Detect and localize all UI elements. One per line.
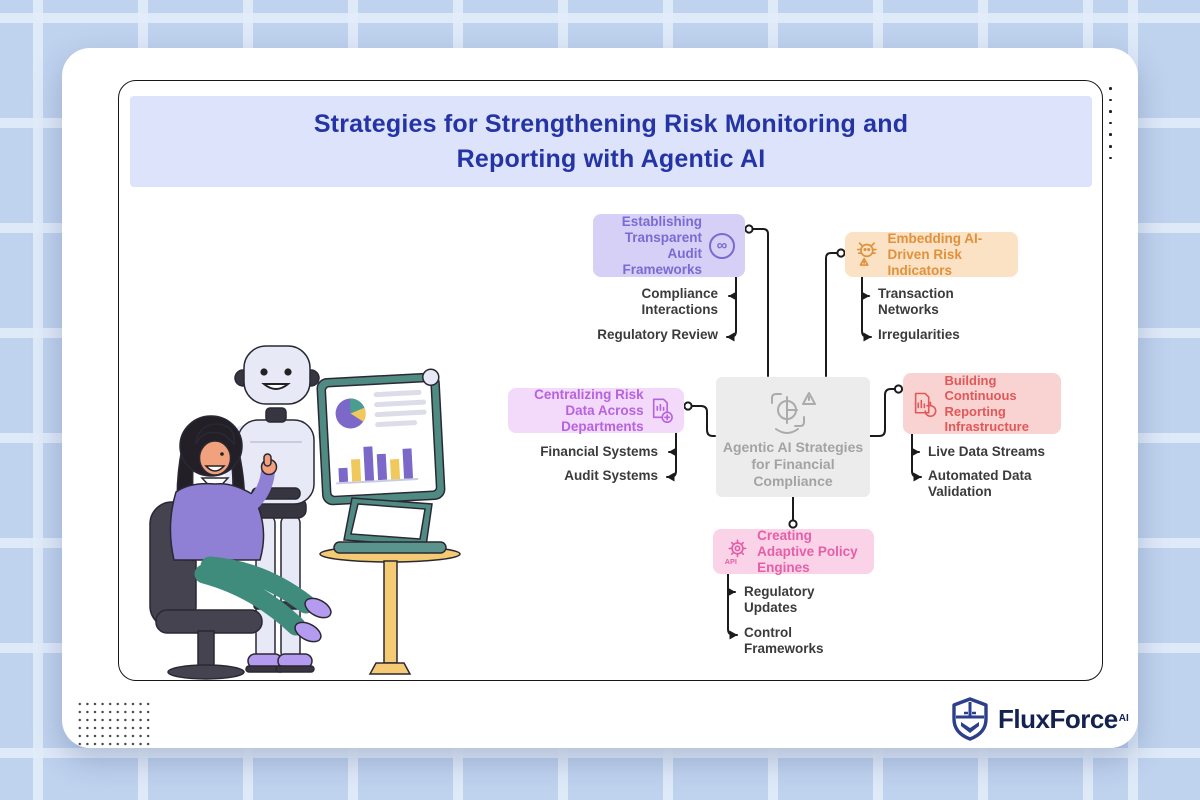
title-banner: Strategies for Strengthening Risk Monito… bbox=[130, 96, 1092, 187]
sub-item-regulatory-review: Regulatory Review bbox=[597, 327, 718, 342]
decorative-dot-grid bbox=[76, 700, 152, 746]
robot-figure bbox=[224, 345, 349, 673]
board-text-lines bbox=[373, 389, 427, 428]
document-plus-icon bbox=[652, 398, 673, 423]
swirl-circle-icon: ∞ bbox=[709, 232, 735, 259]
node-embedding-ai-driven-risk-indicators: Embedding AI-Driven Risk Indicators bbox=[845, 230, 1018, 278]
chart-board bbox=[316, 368, 446, 506]
sub-item-live-data-streams: Live Data Streams bbox=[928, 444, 1046, 459]
sub-item-irregularities: Irregularities bbox=[878, 327, 960, 342]
sub-item-audit-systems: Audit Systems bbox=[564, 468, 658, 483]
sub-item-control-frameworks: Control Frameworks bbox=[744, 625, 824, 656]
node-label: Creating Adaptive Policy Engines bbox=[757, 527, 858, 575]
pie-alert-icon bbox=[771, 392, 816, 434]
side-table bbox=[319, 497, 461, 675]
page-title-line1: Strategies for Strengthening Risk Monito… bbox=[313, 109, 909, 138]
sub-item-compliance-interactions: Compliance Interactions bbox=[641, 286, 718, 317]
svg-text:API: API bbox=[725, 556, 737, 565]
gear-api-icon: API bbox=[725, 538, 747, 565]
board-pie-chart bbox=[335, 398, 366, 429]
sub-item-regulatory-updates: Regulatory Updates bbox=[744, 584, 815, 615]
node-label: Building Continuous Reporting Infrastruc… bbox=[944, 372, 1029, 435]
sub-item-automated-data-validation: Automated Data Validation bbox=[928, 468, 1032, 499]
sub-item-financial-systems: Financial Systems bbox=[540, 444, 658, 459]
bug-alert-icon bbox=[856, 241, 877, 266]
shield-icon bbox=[952, 697, 988, 741]
page-title-line2: Reporting with Agentic AI bbox=[456, 144, 766, 173]
brand-name: FluxForce bbox=[998, 703, 1118, 734]
node-creating-adaptive-policy-engines: API Creating Adaptive Policy Engines bbox=[713, 527, 874, 575]
node-label: Embedding AI-Driven Risk Indicators bbox=[887, 230, 983, 278]
node-establishing-transparent-audit-frameworks: Establishing Transparent Audit Framework… bbox=[593, 214, 745, 277]
node-label: Centralizing Risk Data Across Department… bbox=[534, 386, 644, 434]
central-node: Agentic AI Strategies for Financial Comp… bbox=[716, 377, 870, 497]
central-node-label: Agentic AI Strategies for Financial Comp… bbox=[722, 439, 864, 489]
brand-logo: FluxForceAI bbox=[950, 697, 1129, 741]
woman-figure bbox=[169, 415, 332, 643]
node-label: Establishing Transparent Audit Framework… bbox=[621, 213, 702, 277]
woman-robot-illustration bbox=[149, 345, 461, 680]
document-refresh-icon bbox=[914, 392, 937, 417]
node-centralizing-risk-data-across-departments: Centralizing Risk Data Across Department… bbox=[508, 386, 684, 434]
decorative-dotted-line bbox=[1109, 87, 1112, 160]
board-bar-chart bbox=[336, 446, 419, 485]
node-building-continuous-reporting-infrastructure: Building Continuous Reporting Infrastruc… bbox=[903, 373, 1061, 434]
sub-item-transaction-networks: Transaction Networks bbox=[878, 286, 954, 317]
brand-suffix: AI bbox=[1118, 713, 1129, 725]
